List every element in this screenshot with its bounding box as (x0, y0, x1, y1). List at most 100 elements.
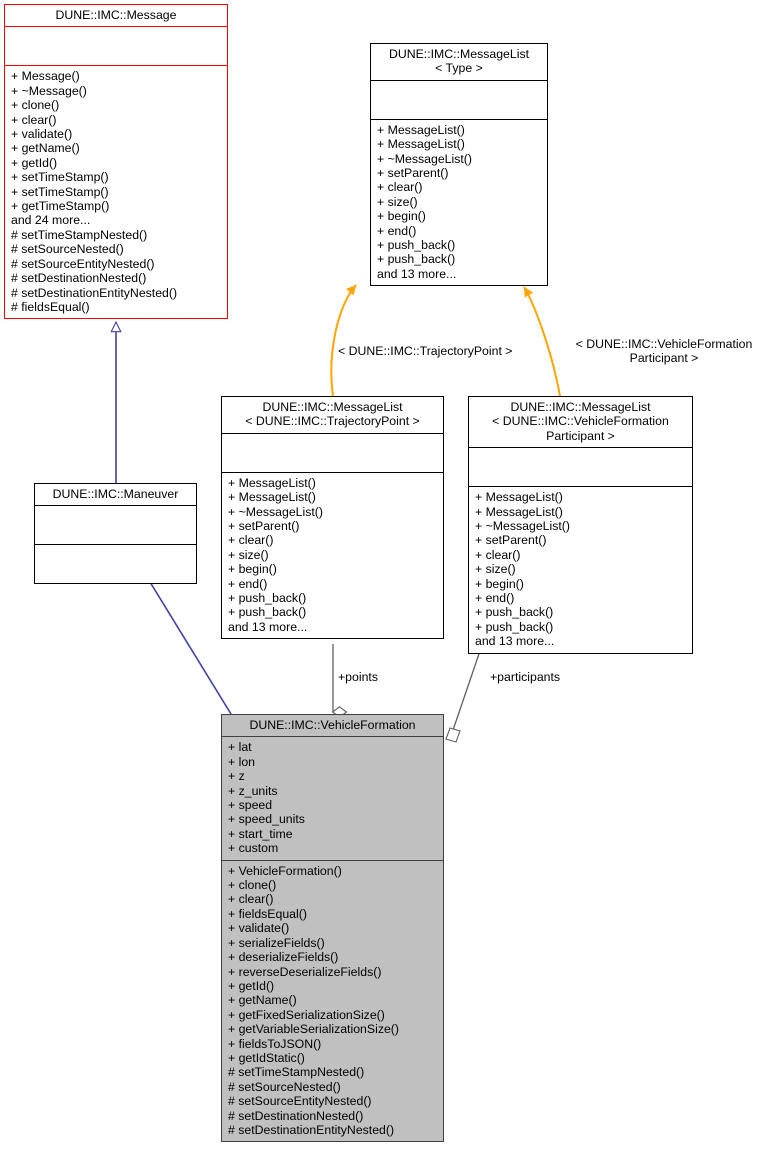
edge-vehicleformation-to-maneuver (141, 568, 232, 715)
member-item: + clear() (228, 892, 274, 907)
edge-label-vehicle-formation-participant-template: < DUNE::IMC::VehicleFormation Participan… (575, 337, 753, 366)
member-item: # setSourceEntityNested() (228, 1094, 372, 1109)
member-item: + MessageList() (377, 137, 465, 152)
member-item: + begin() (475, 576, 524, 591)
member-item: # setDestinationNested() (228, 1108, 364, 1123)
member-more: and 24 more... (11, 213, 91, 228)
member-item: + push_back() (377, 238, 456, 253)
member-item: + setParent() (475, 533, 547, 548)
member-item: + ~MessageList() (475, 519, 571, 534)
member-item: + setTimeStamp() (11, 184, 109, 199)
class-title-maneuver: DUNE::IMC::Maneuver (35, 484, 196, 507)
member-item: + MessageList() (228, 475, 316, 490)
member-item: + start_time (228, 826, 293, 841)
member-item: + getName() (11, 141, 80, 156)
class-node-message-list-trajectory-point[interactable]: DUNE::IMC::MessageList < DUNE::IMC::Traj… (221, 396, 444, 640)
class-node-vehicle-formation[interactable]: DUNE::IMC::VehicleFormation + lat + lon … (221, 714, 444, 1143)
member-item: + validate() (228, 921, 290, 936)
member-item: + begin() (228, 562, 277, 577)
class-operations-message-list-trajectory-point: + MessageList() + MessageList() + ~Messa… (222, 473, 443, 638)
member-item: + getId() (228, 978, 275, 993)
member-item: + ~MessageList() (377, 151, 473, 166)
edge-participants-aggregation (445, 647, 482, 743)
member-item: + lat (228, 740, 252, 755)
member-item: + size() (228, 547, 269, 562)
member-item: + clear() (377, 180, 423, 195)
member-item: + clone() (11, 98, 60, 113)
member-item: + begin() (377, 209, 426, 224)
member-item: + ~MessageList() (228, 504, 324, 519)
member-item: + speed (228, 798, 273, 813)
member-item: + clone() (228, 878, 277, 893)
class-attributes-message (5, 27, 227, 67)
member-item: + MessageList() (475, 490, 563, 505)
class-attributes-maneuver (35, 506, 196, 546)
class-operations-vehicle-formation: + VehicleFormation() + clone() + clear()… (222, 861, 443, 1142)
edge-template-vehicleformationparticipant (523, 286, 561, 397)
class-title-vehicle-formation: DUNE::IMC::VehicleFormation (222, 715, 443, 738)
member-item: + end() (475, 591, 515, 606)
member-item: # setDestinationNested() (11, 271, 147, 286)
member-item: + lon (228, 754, 256, 769)
member-more: and 13 more... (377, 266, 457, 281)
member-more: and 13 more... (475, 634, 555, 649)
class-attributes-vehicle-formation: + lat + lon + z + z_units + speed + spee… (222, 737, 443, 861)
class-node-maneuver[interactable]: DUNE::IMC::Maneuver (34, 483, 197, 585)
member-item: + end() (228, 576, 268, 591)
member-item: # setTimeStampNested() (11, 227, 148, 242)
class-operations-message-list-type: + MessageList() + MessageList() + ~Messa… (371, 120, 547, 285)
member-item: + getIdStatic() (228, 1050, 305, 1065)
member-item: + setTimeStamp() (11, 170, 109, 185)
member-item: + MessageList() (228, 490, 316, 505)
member-item: + Message() (11, 69, 80, 84)
member-item: + deserializeFields() (228, 950, 339, 965)
class-node-message[interactable]: DUNE::IMC::Message + Message() + ~Messag… (4, 4, 228, 320)
member-item: # setSourceEntityNested() (11, 256, 155, 271)
member-item: + MessageList() (377, 122, 465, 137)
member-item: + size() (377, 194, 418, 209)
member-item: + size() (475, 562, 516, 577)
member-item: + z_units (228, 783, 278, 798)
member-item: + getFixedSerializationSize() (228, 1007, 385, 1022)
class-attributes-message-list-type (371, 81, 547, 120)
member-item: + speed_units (228, 812, 305, 827)
class-title-message: DUNE::IMC::Message (5, 5, 227, 28)
member-item: + getName() (228, 993, 297, 1008)
class-node-message-list-vehicle-formation-participant[interactable]: DUNE::IMC::MessageList < DUNE::IMC::Vehi… (468, 396, 693, 654)
member-item: + clear() (228, 533, 274, 548)
edge-template-trajectorypoint (330, 284, 357, 397)
member-item: + fieldsToJSON() (228, 1036, 322, 1051)
member-item: # setDestinationEntityNested() (11, 285, 178, 300)
member-item: + push_back() (228, 605, 307, 620)
class-attributes-message-list-vehicle-formation-participant (469, 448, 692, 488)
member-item: + push_back() (377, 252, 456, 267)
member-item: # setSourceNested() (228, 1079, 341, 1094)
member-item: + clear() (475, 547, 521, 562)
member-item: + setParent() (228, 519, 300, 534)
class-title-message-list-type: DUNE::IMC::MessageList < Type > (371, 44, 547, 81)
edge-label-points: +points (338, 670, 378, 684)
member-item: + ~Message() (11, 83, 87, 98)
member-item: + push_back() (475, 605, 554, 620)
class-operations-message-list-vehicle-formation-participant: + MessageList() + MessageList() + ~Messa… (469, 487, 692, 652)
class-operations-message: + Message() + ~Message() + clone() + cle… (5, 66, 227, 318)
member-item: + getVariableSerializationSize() (228, 1022, 399, 1037)
member-item: + custom (228, 841, 279, 856)
member-item: # fieldsEqual() (11, 299, 90, 314)
class-node-message-list-type[interactable]: DUNE::IMC::MessageList < Type > + Messag… (370, 43, 548, 287)
member-item: # setTimeStampNested() (228, 1065, 365, 1080)
member-item: # setSourceNested() (11, 242, 124, 257)
member-item: + reverseDeserializeFields() (228, 964, 382, 979)
edge-label-participants: +participants (490, 670, 561, 684)
member-item: + push_back() (228, 591, 307, 606)
member-item: + VehicleFormation() (228, 863, 342, 878)
member-item: + getTimeStamp() (11, 199, 110, 214)
member-item: + setParent() (377, 166, 449, 181)
class-title-message-list-trajectory-point: DUNE::IMC::MessageList < DUNE::IMC::Traj… (222, 397, 443, 434)
member-item: + validate() (11, 127, 73, 142)
class-attributes-message-list-trajectory-point (222, 434, 443, 473)
member-item: + serializeFields() (228, 935, 325, 950)
class-title-message-list-vehicle-formation-participant: DUNE::IMC::MessageList < DUNE::IMC::Vehi… (469, 397, 692, 449)
member-item: + getId() (11, 155, 58, 170)
